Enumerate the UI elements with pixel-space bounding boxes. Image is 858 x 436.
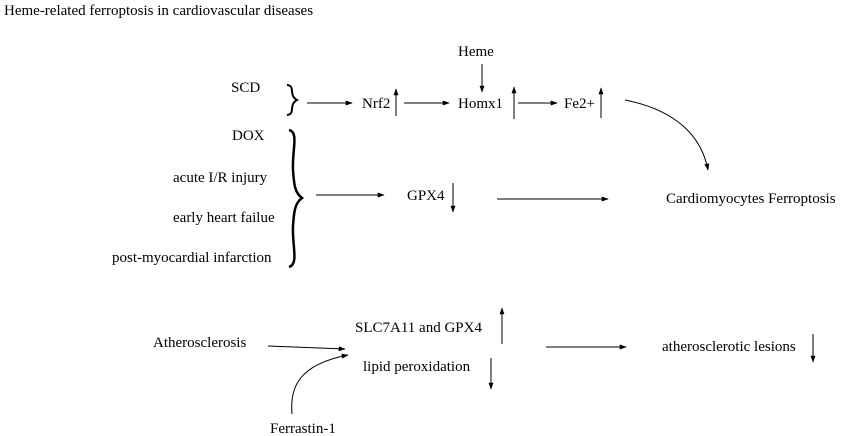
node-early-heart-failure: early heart failue	[173, 210, 275, 226]
node-lipid-peroxidation: lipid peroxidation	[363, 359, 471, 375]
curve-fe2-to-ferroptosis	[624, 99, 710, 171]
node-dox: DOX	[232, 128, 265, 144]
curve-ferrastin-to-center	[291, 353, 349, 415]
node-atherosclerosis: Atherosclerosis	[153, 335, 246, 351]
arrow-atherosclerosis-to-slc7a11	[267, 345, 346, 352]
node-atherosclerotic-lesions: atherosclerotic lesions	[662, 339, 796, 355]
node-homx1: Homx1	[458, 96, 503, 112]
node-fe2: Fe2+	[564, 96, 595, 112]
brace-conditions	[288, 128, 305, 269]
node-acute-ir-injury: acute I/R injury	[173, 170, 268, 186]
brace-scd	[286, 84, 300, 116]
node-slc7a11-gpx4: SLC7A11 and GPX4	[355, 320, 482, 336]
node-ferrastin-1: Ferrastin-1	[270, 421, 336, 436]
node-post-mi: post-myocardial infarction	[112, 250, 272, 266]
node-heme: Heme	[458, 44, 494, 60]
node-nrf2: Nrf2	[362, 96, 390, 112]
node-scd: SCD	[231, 80, 260, 96]
node-cardiomyocytes-ferroptosis: Cardiomyocytes Ferroptosis	[666, 191, 836, 207]
diagram-title: Heme-related ferroptosis in cardiovascul…	[4, 3, 313, 19]
node-gpx4: GPX4	[407, 188, 445, 204]
